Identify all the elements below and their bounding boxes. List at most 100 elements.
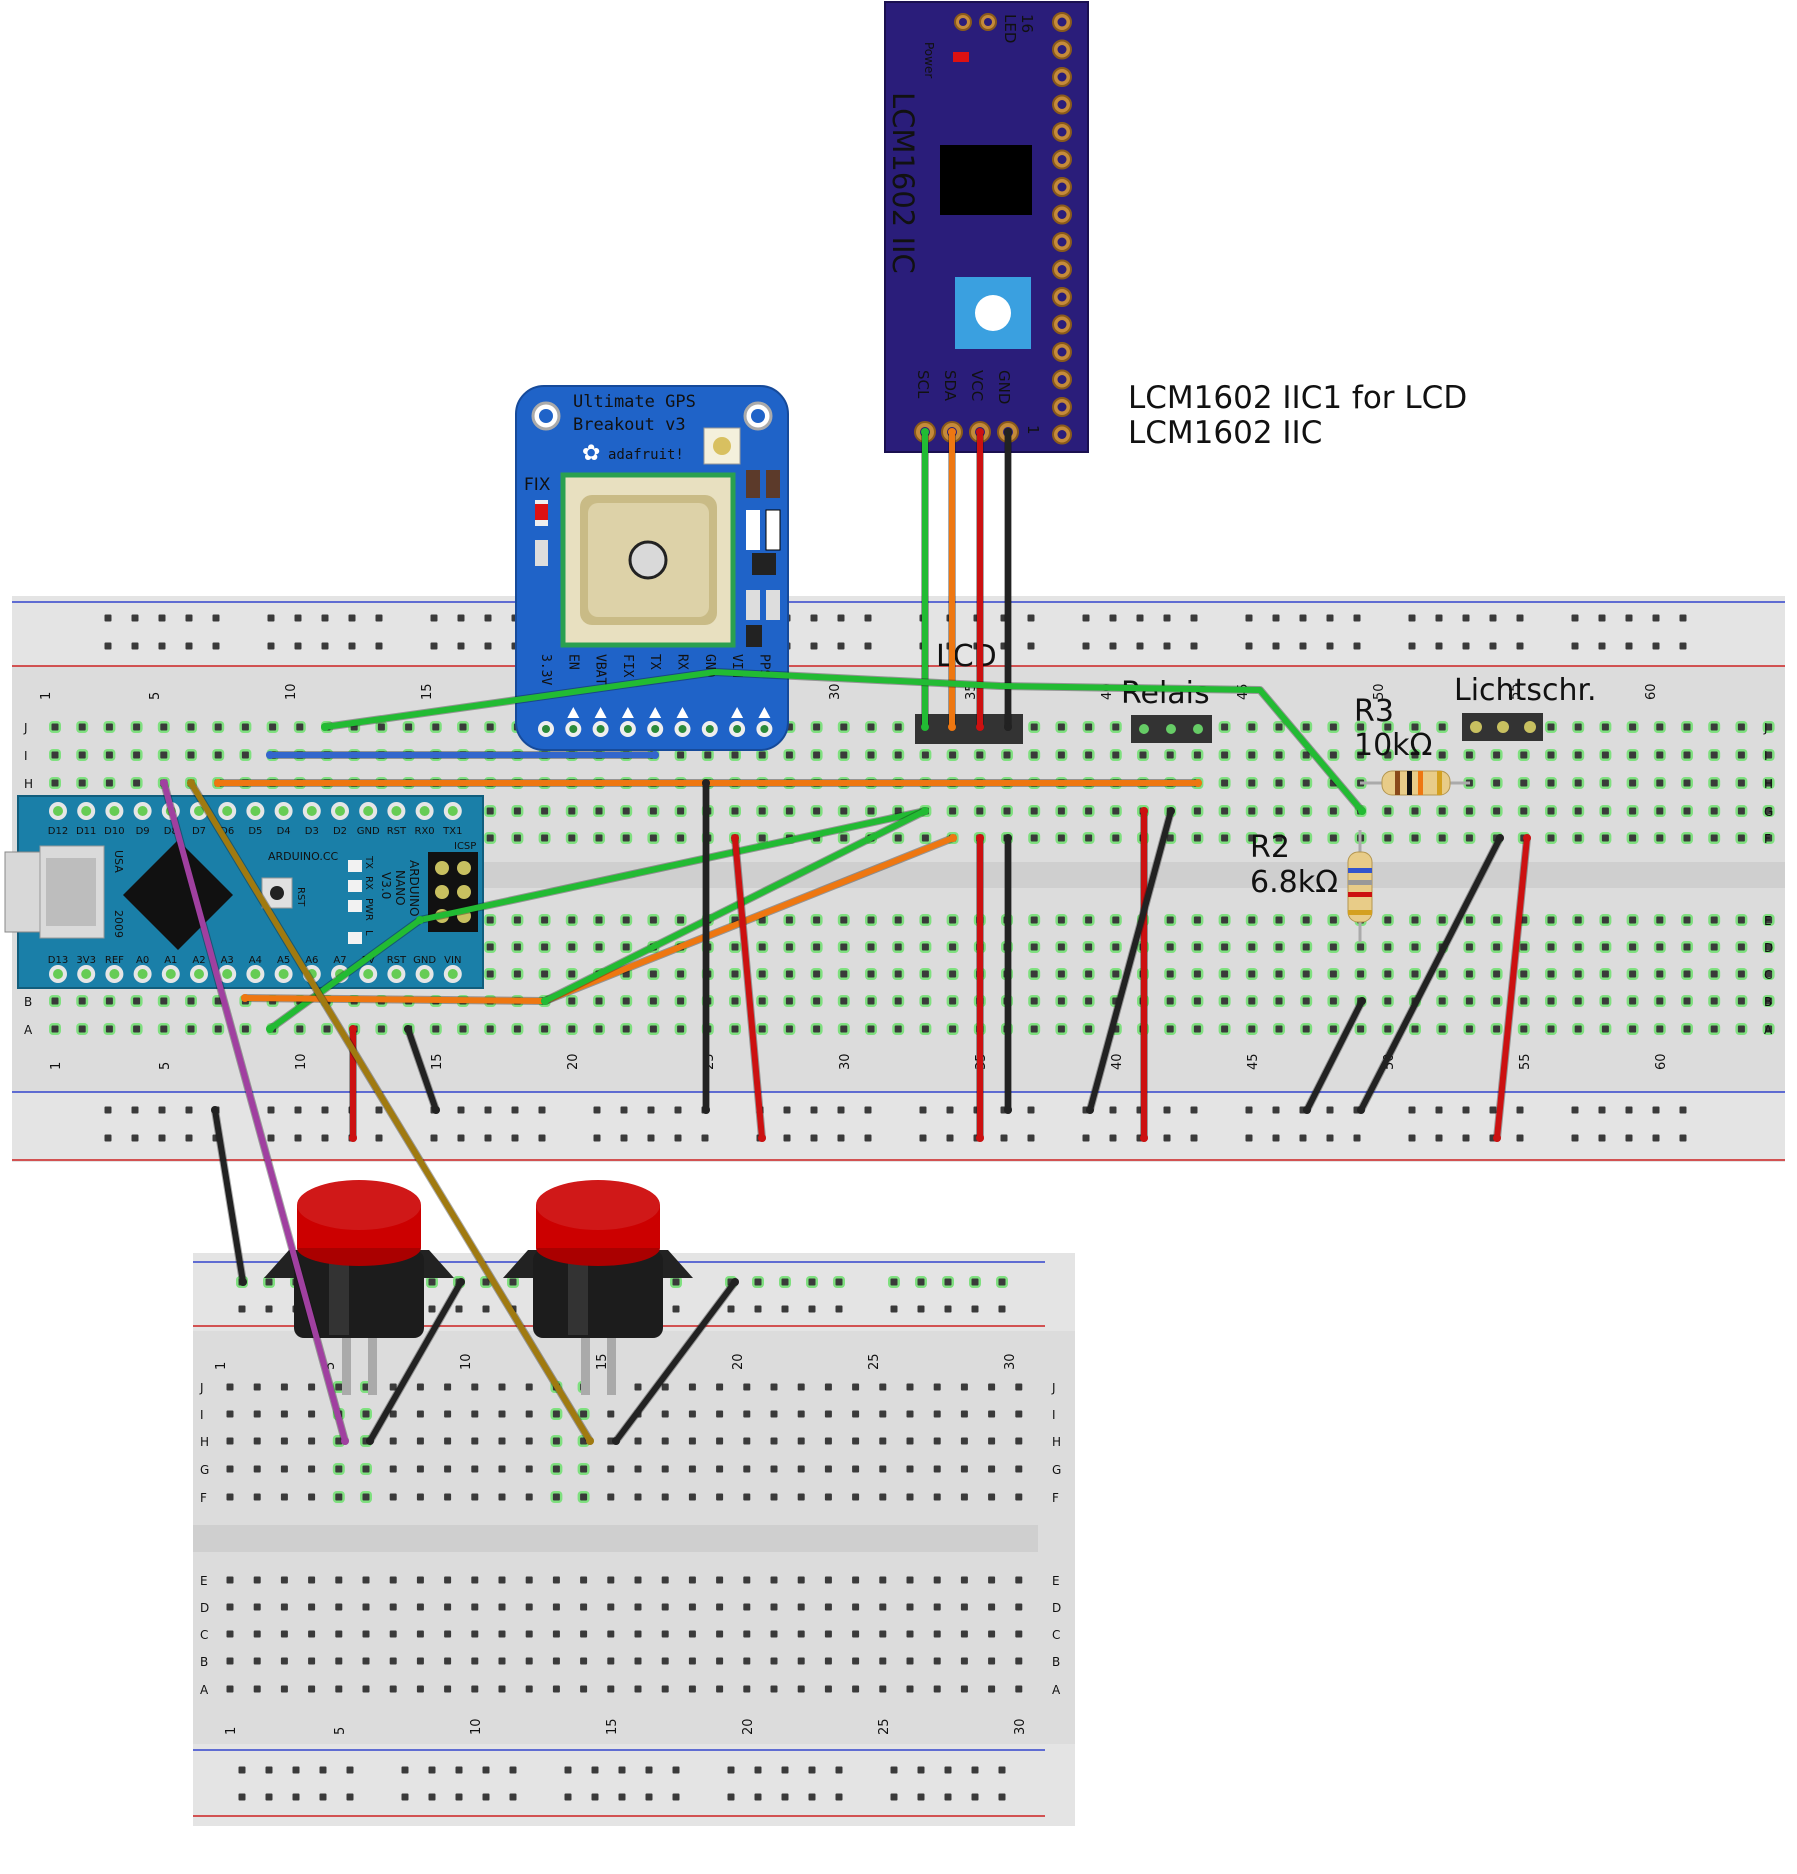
wire-end-26 (731, 1278, 739, 1286)
arduino-led-rx: RX (363, 876, 374, 890)
small-row-letter-left-G: G (200, 1463, 209, 1477)
wire-green-10[interactable] (542, 808, 928, 1004)
wire-green-8[interactable] (267, 917, 423, 1032)
gps-pin-label-1: EN (565, 654, 580, 670)
small-row-letter-right-B: B (1052, 1655, 1060, 1669)
wire-end-14 (1004, 1106, 1012, 1114)
wire-green-7[interactable] (417, 808, 928, 923)
wire-purple-23[interactable] (161, 780, 348, 1444)
arduino-icsp-label: ICSP (454, 841, 476, 852)
arduino-bottom-pin-label: A4 (249, 955, 262, 966)
lcd-power-label: Power (922, 42, 936, 78)
col-number-top-1: 1 (39, 692, 54, 700)
wire-end-2 (976, 428, 984, 436)
arduino-bottom-pin-label: A1 (164, 955, 177, 966)
arduino-top-pin-label: D4 (277, 826, 291, 837)
lcd-i2c-module: LED 16 Power LCM1602 IIC SCL SDA VCC GND… (884, 1, 1089, 453)
lcd-note-line2: LCM1602 IIC (1128, 415, 1322, 451)
wire-black-18[interactable] (1358, 835, 1503, 1113)
wire-red-19[interactable] (1494, 835, 1530, 1141)
wire-end-9 (241, 994, 249, 1002)
gps-pin-arrow-icon (649, 707, 662, 718)
wire-olive-24[interactable] (188, 780, 593, 1444)
gps-pin-label-2: VBAT (593, 654, 608, 685)
push-button-2[interactable] (503, 1180, 693, 1395)
small-col-number-bottom-5: 5 (333, 1727, 348, 1735)
arduino-top-pin-label: RST (387, 826, 407, 837)
row-letter-right-B: B (1764, 995, 1772, 1009)
wire-green-4[interactable] (322, 669, 1365, 814)
wire-end-22 (239, 1278, 247, 1286)
small-row-letter-right-A: A (1052, 1683, 1061, 1697)
arduino-led-l: L (363, 930, 374, 936)
row-letter-right-I: I (1764, 749, 1768, 763)
col-number-bottom-40: 40 (1110, 1053, 1125, 1070)
r2-value: 6.8kΩ (1250, 865, 1338, 900)
small-row-letter-right-C: C (1052, 1628, 1060, 1642)
wire-red-12[interactable] (732, 835, 765, 1141)
wire-end-9 (949, 834, 957, 842)
wire-black-17[interactable] (1304, 998, 1365, 1113)
gps-pin-label-5: RX (675, 654, 690, 670)
row-letter-right-H: H (1764, 777, 1773, 791)
relais-header: Relais (1121, 676, 1212, 743)
arduino-bottom-pin-label: D13 (48, 955, 68, 966)
wire-end-24 (187, 779, 195, 787)
small-row-letter-right-E: E (1052, 1574, 1060, 1588)
row-letter-left-I: I (24, 749, 28, 763)
arduino-led-tx: TX (363, 855, 374, 869)
resistor-r3: R3 10kΩ (1354, 694, 1470, 796)
wire-end-8 (416, 916, 424, 924)
row-letter-left-B: B (24, 995, 32, 1009)
arduino-top-pin-label: D11 (76, 826, 96, 837)
row-letter-left-A: A (24, 1023, 33, 1037)
lichtschranke-label: Lichtschr. (1454, 673, 1597, 708)
usb-port[interactable] (4, 851, 44, 933)
arduino-top-pin-label: D12 (48, 826, 68, 837)
wire-end-17 (1303, 1106, 1311, 1114)
small-row-letter-left-A: A (200, 1683, 209, 1697)
small-col-number-top-1: 1 (214, 1362, 229, 1370)
gps-pin-arrow-icon (758, 707, 771, 718)
wire-end-26 (612, 1437, 620, 1445)
wire-end-19 (1523, 834, 1531, 842)
wire-end-10 (541, 997, 549, 1005)
gps-breakout-module: Ultimate GPS Breakout v3 adafruit! ✿ FIX… (515, 385, 789, 751)
arduino-top-pin-label: D6 (220, 826, 234, 837)
gps-pin-label-0: 3.3V (538, 654, 553, 685)
arduino-top-pin-label: D3 (305, 826, 319, 837)
col-number-top-55: 55 (1508, 683, 1523, 700)
wire-black-21[interactable] (405, 1026, 439, 1113)
lcd-note-line1: LCM1602 IIC1 for LCD (1128, 380, 1467, 416)
row-letter-right-C: C (1764, 968, 1772, 982)
small-col-number-top-25: 25 (867, 1353, 882, 1370)
lcd-connector-label: LCD (936, 639, 997, 674)
wire-end-13 (976, 834, 984, 842)
lcd-pin-sda-label: SDA (941, 370, 959, 402)
gps-fix-label: FIX (524, 475, 551, 495)
wire-end-18 (1357, 1106, 1365, 1114)
small-row-letter-left-I: I (200, 1408, 204, 1422)
wire-black-25[interactable] (367, 1279, 464, 1444)
r3-name: R3 (1354, 694, 1394, 729)
lcd-module-title: LCM1602 IIC (886, 92, 920, 274)
small-col-number-bottom-10: 10 (469, 1718, 484, 1735)
gps-brand: adafruit! (608, 447, 684, 463)
arduino-top-pin-label: D9 (136, 826, 150, 837)
wire-black-26[interactable] (613, 1279, 738, 1444)
col-number-top-60: 60 (1644, 683, 1659, 700)
jumper-wires (160, 428, 1531, 1445)
gps-title-line1: Ultimate GPS (573, 392, 696, 412)
lcd-led-label: LED (1001, 14, 1019, 43)
col-number-bottom-1: 1 (49, 1062, 64, 1070)
wire-end-3 (1004, 723, 1012, 731)
gps-pin-arrow-icon (676, 707, 689, 718)
arduino-bottom-pin-label: A2 (192, 955, 205, 966)
push-button-1[interactable] (264, 1180, 454, 1395)
wire-black-16[interactable] (1087, 808, 1174, 1113)
lcd-power-led (953, 52, 969, 62)
wire-black-22[interactable] (212, 1107, 246, 1285)
arduino-bottom-pin-label: GND (413, 955, 436, 966)
